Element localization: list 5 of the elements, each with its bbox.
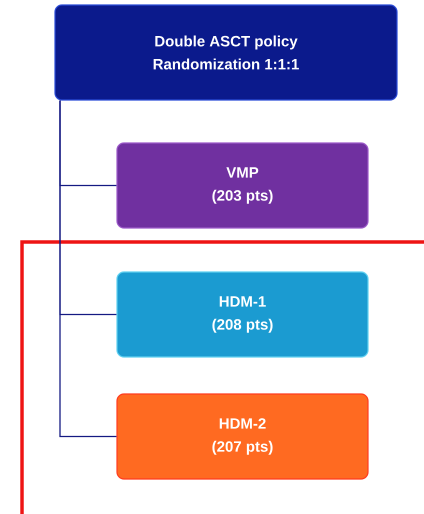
arm-box: VMP (203 pts) [116,142,369,229]
arm-box: HDM-2 (207 pts) [116,393,369,480]
policy-box: Double ASCT policy Randomization 1:1:1 [54,4,398,101]
arm-box: HDM-1 (208 pts) [116,271,369,358]
connector-line [59,100,116,438]
